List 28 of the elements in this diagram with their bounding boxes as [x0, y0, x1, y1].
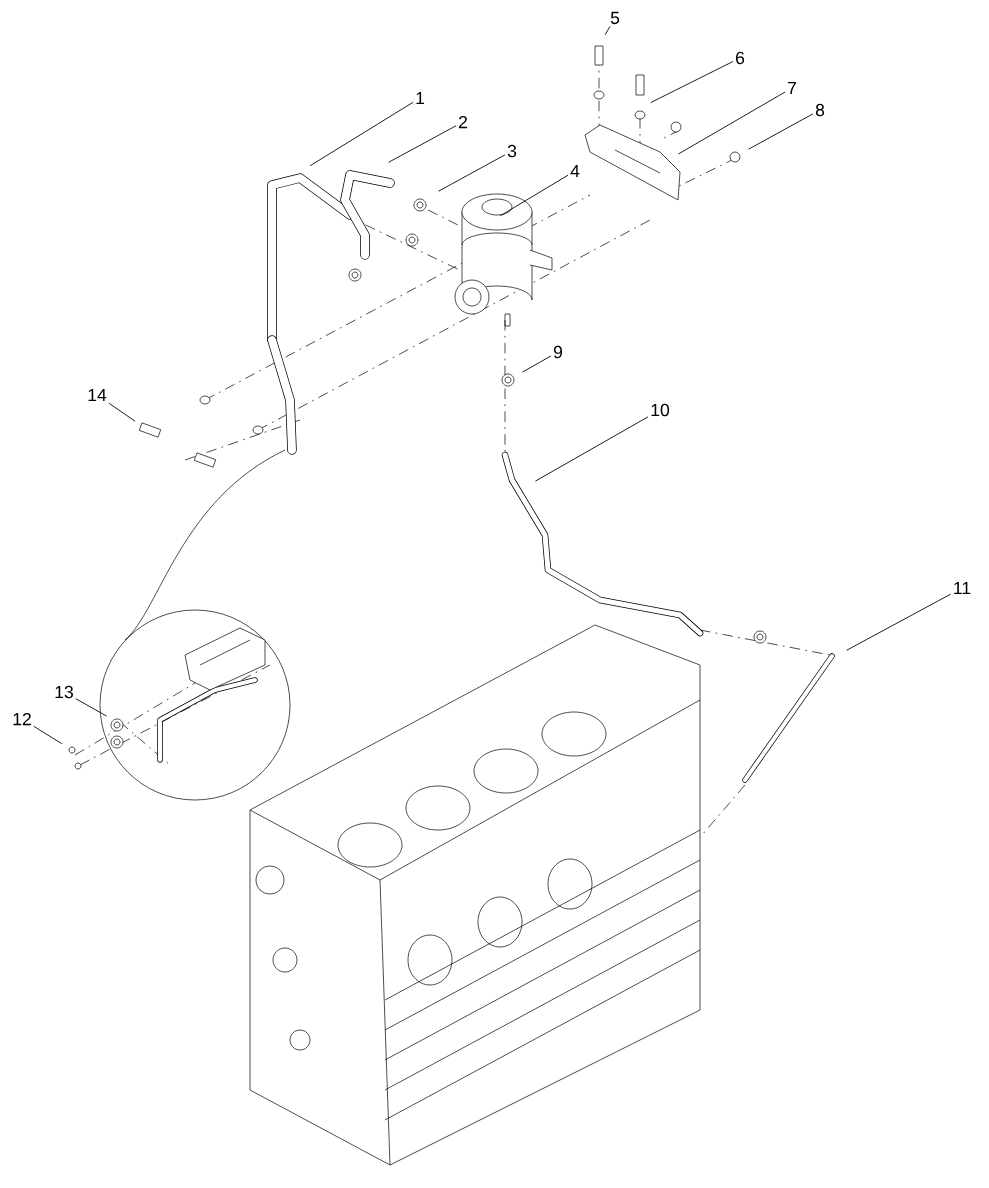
callout-number: 1	[416, 91, 425, 105]
leader-line	[677, 91, 786, 155]
callout-number: 11	[954, 581, 971, 595]
leader-line	[748, 113, 814, 150]
callout-number: 8	[815, 103, 825, 117]
leader-line	[309, 101, 414, 167]
leader-line	[499, 174, 569, 217]
leader-line	[75, 698, 108, 717]
callout-number: 13	[55, 685, 73, 699]
callout-number: 12	[13, 712, 31, 726]
leader-line	[650, 61, 734, 104]
callout-number: 6	[736, 51, 745, 65]
leader-line	[33, 725, 63, 745]
callout-number: 10	[651, 403, 670, 417]
callout-number: 14	[88, 388, 107, 402]
leader-line	[534, 416, 649, 482]
leader-line	[438, 154, 506, 192]
leader-line	[388, 125, 457, 163]
callout-number: 2	[459, 115, 467, 129]
leader-line	[108, 402, 136, 422]
leader-line	[521, 355, 552, 373]
callout-number: 4	[570, 164, 580, 178]
callout-number: 3	[507, 144, 517, 158]
callout-number: 5	[610, 11, 620, 25]
leader-line	[846, 593, 952, 651]
leader-line	[604, 25, 611, 36]
callout-number: 7	[788, 81, 796, 95]
callout-number: 9	[553, 345, 563, 359]
